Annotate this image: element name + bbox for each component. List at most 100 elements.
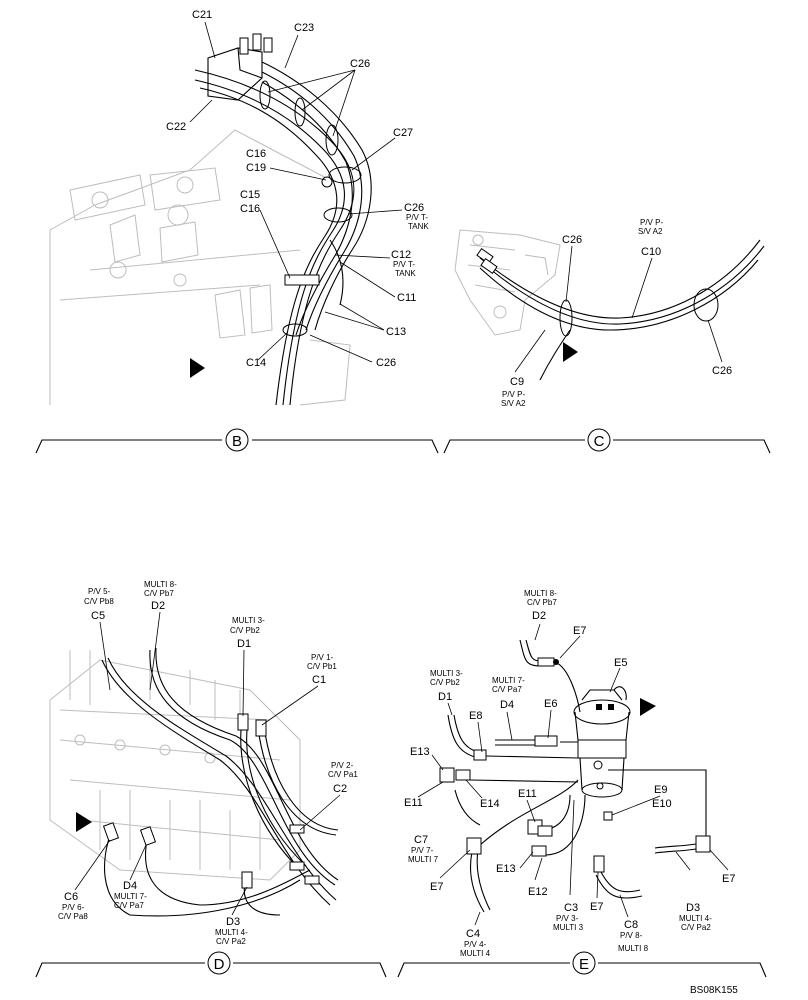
label-d4-sub: MULTI 7-	[114, 892, 147, 901]
label-e7: E7	[430, 881, 443, 893]
panel-b-machine-outline	[49, 129, 351, 406]
label-c9: C9	[510, 376, 524, 388]
label-d4-sub: C/V Pa7	[492, 685, 522, 694]
label-c2: C2	[333, 783, 347, 795]
label-c1-sub: P/V 1-	[311, 653, 334, 662]
label-d2: D2	[532, 610, 546, 622]
hoses-e	[447, 639, 707, 913]
hose-bundle-b	[194, 61, 372, 406]
hoses-c	[479, 239, 765, 381]
label-e10: E10	[652, 798, 672, 810]
panel-e-leaders	[417, 623, 729, 926]
label-d2-sub: MULTI 8-	[524, 589, 557, 598]
label-c8-sub: P/V 8-	[620, 931, 643, 940]
label-c7: C7	[414, 834, 428, 846]
label-c8-sub: MULTI 8	[618, 944, 649, 953]
label-c23: C23	[294, 22, 314, 34]
label-c19: C19	[246, 162, 266, 174]
label-e13: E13	[410, 746, 430, 758]
label-c12-sub: P/V T-	[393, 260, 415, 269]
panel-bc-brackets: B C	[35, 428, 771, 454]
label-c7-sub: MULTI 7	[408, 855, 439, 864]
panel-e-badge	[572, 951, 596, 975]
direction-arrow-e	[640, 698, 656, 716]
label-d3-sub: C/V Pa2	[681, 923, 711, 932]
label-c9-sub: P/V P-	[502, 390, 525, 399]
panel-d-id: D	[214, 956, 225, 973]
hoses-d	[101, 647, 339, 917]
label-e9: E9	[654, 784, 667, 796]
panel-d-leaders	[74, 611, 341, 916]
label-c3-sub: MULTI 3	[553, 923, 584, 932]
label-c3: C3	[564, 902, 578, 914]
panel-d: P/V 5- C/V Pb8 C5 MULTI 8- C/V Pb7 D2 MU…	[49, 580, 358, 946]
label-d1-sub: C/V Pb2	[230, 626, 260, 635]
label-c2-sub: P/V 2-	[331, 761, 354, 770]
label-d4-sub: C/V Pa7	[114, 901, 144, 910]
label-e11: E11	[518, 788, 537, 800]
label-c26: C26	[350, 58, 370, 70]
panel-b: C21 C23 C26 C22 C27 C16 C19 C15 C16 C26 …	[49, 9, 429, 406]
panel-c-leaders	[514, 245, 723, 373]
panel-e: MULTI 8- C/V Pb7 D2 E7 E5 MULTI 3- C/V P…	[404, 589, 735, 958]
label-c6: C6	[64, 891, 78, 903]
label-d2-sub: MULTI 8-	[144, 580, 177, 589]
direction-arrow-d	[76, 812, 92, 832]
label-d4-sub: MULTI 7-	[492, 676, 525, 685]
label-c5-sub: P/V 5-	[88, 587, 111, 596]
label-d3: D3	[686, 902, 700, 914]
label-c3-sub: P/V 3-	[556, 914, 579, 923]
fittings-e	[439, 657, 711, 873]
label-d1: D1	[438, 691, 452, 703]
label-c27: C27	[393, 127, 413, 139]
label-e5: E5	[614, 657, 627, 669]
label-c1-sub: C/V Pb1	[307, 662, 337, 671]
label-d4: D4	[500, 699, 514, 711]
label-c2-sub: C/V Pa1	[328, 770, 358, 779]
swivel-joint-e5	[573, 686, 631, 798]
label-c4: C4	[466, 928, 480, 940]
label-e8: E8	[469, 710, 482, 722]
label-c26: C26	[376, 357, 396, 369]
label-d1: D1	[237, 638, 251, 650]
panel-b-badge	[225, 428, 249, 452]
label-c4-sub: P/V 4-	[464, 940, 487, 949]
label-c5-sub: C/V Pb8	[84, 597, 114, 606]
label-c12: C12	[391, 249, 411, 261]
label-d3-sub: MULTI 4-	[679, 914, 712, 923]
label-e13: E13	[496, 863, 516, 875]
label-c26-sub: P/V T-	[406, 213, 428, 222]
label-c5: C5	[91, 610, 105, 622]
label-c16: C16	[240, 203, 260, 215]
label-c26-sub: TANK	[408, 222, 429, 231]
panel-c-id: C	[594, 433, 605, 450]
label-c1: C1	[312, 674, 326, 686]
label-e6: E6	[544, 698, 557, 710]
label-c7-sub: P/V 7-	[411, 846, 434, 855]
panel-d-valve-outline	[49, 650, 301, 881]
fittings-d	[102, 713, 320, 889]
label-c26: C26	[712, 365, 732, 377]
label-c12-sub: TANK	[395, 269, 416, 278]
label-c26: C26	[404, 202, 424, 214]
label-d1-sub: MULTI 3-	[232, 616, 265, 625]
label-d2-sub: C/V Pb7	[527, 598, 557, 607]
label-e7: E7	[590, 901, 603, 913]
label-c4-sub: MULTI 4	[460, 949, 491, 958]
label-c8: C8	[624, 919, 638, 931]
label-c14: C14	[246, 357, 266, 369]
panel-b-leaders	[189, 21, 403, 363]
label-c11: C11	[397, 292, 416, 304]
panel-c-badge	[587, 428, 611, 452]
drawing-reference: BS08K155	[690, 985, 738, 996]
label-c10-sub: P/V P-	[640, 218, 663, 227]
label-e11: E11	[404, 797, 423, 809]
label-d3-sub: MULTI 4-	[215, 928, 248, 937]
label-c10-sub: S/V A2	[638, 227, 663, 236]
label-e7: E7	[573, 625, 586, 637]
direction-arrow-b	[190, 358, 205, 378]
fittings-top	[239, 33, 273, 55]
label-d2: D2	[151, 600, 165, 612]
